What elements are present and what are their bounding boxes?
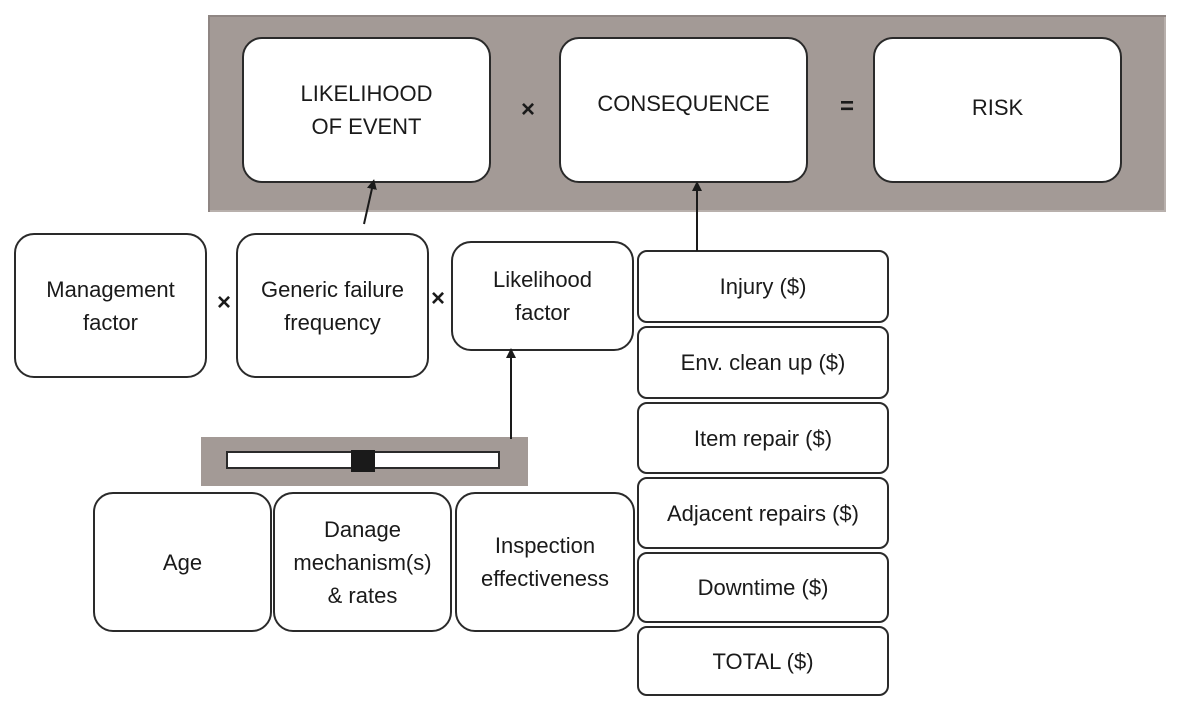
consequence-item-label: Downtime ($) bbox=[697, 575, 829, 600]
likelihood-of-event-box: LIKELIHOOD OF EVENT bbox=[242, 37, 491, 183]
equals-operator: = bbox=[839, 93, 854, 120]
likelihood-factor-label: Likelihood factor bbox=[492, 267, 593, 325]
likelihood-slider-thumb[interactable] bbox=[351, 450, 375, 472]
management-factor-box: Management factor bbox=[14, 233, 207, 378]
consequence-item-env-clean-up: Env. clean up ($) bbox=[637, 326, 889, 399]
arrow-generic-to-likelihood bbox=[363, 179, 377, 225]
consequence-item-adjacent-repairs: Adjacent repairs ($) bbox=[637, 477, 889, 549]
consequence-item-label: Env. clean up ($) bbox=[680, 350, 846, 375]
risk-label: RISK bbox=[971, 95, 1024, 120]
consequence-box: CONSEQUENCE bbox=[559, 37, 808, 183]
consequence-label: CONSEQUENCE bbox=[597, 91, 770, 116]
damage-mechanism-label: Danage mechanism(s) & rates bbox=[293, 516, 432, 608]
likelihood-factor-box: Likelihood factor bbox=[451, 241, 634, 351]
age-label: Age bbox=[162, 549, 203, 575]
generic-failure-frequency-box: Generic failure frequency bbox=[236, 233, 429, 378]
damage-mechanism-box: Danage mechanism(s) & rates bbox=[273, 492, 452, 632]
inspection-effectiveness-box: Inspection effectiveness bbox=[455, 492, 635, 632]
likelihood-of-event-label: LIKELIHOOD OF EVENT bbox=[300, 81, 433, 139]
consequence-item-downtime: Downtime ($) bbox=[637, 552, 889, 623]
consequence-item-label: Item repair ($) bbox=[693, 425, 833, 451]
risk-box: RISK bbox=[873, 37, 1122, 183]
age-box: Age bbox=[93, 492, 272, 632]
multiply-operator-1: × bbox=[216, 289, 231, 316]
consequence-item-item-repair: Item repair ($) bbox=[637, 402, 889, 474]
consequence-item-label: Adjacent repairs ($) bbox=[667, 500, 859, 526]
multiply-operator-2: × bbox=[430, 285, 445, 312]
consequence-item-injury: Injury ($) bbox=[637, 250, 889, 323]
inspection-effectiveness-label: Inspection effectiveness bbox=[480, 533, 609, 591]
management-factor-label: Management factor bbox=[46, 276, 175, 335]
generic-failure-frequency-label: Generic failure frequency bbox=[260, 276, 405, 335]
consequence-item-total: TOTAL ($) bbox=[637, 626, 889, 696]
multiply-operator-top: × bbox=[520, 96, 535, 123]
consequence-item-label: Injury ($) bbox=[719, 274, 807, 299]
consequence-item-label: TOTAL ($) bbox=[712, 648, 814, 674]
